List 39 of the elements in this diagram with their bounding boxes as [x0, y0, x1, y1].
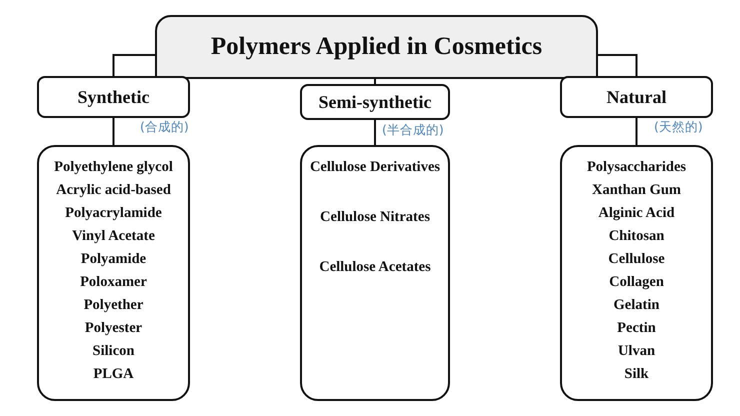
list-item: Chitosan	[608, 227, 664, 246]
list-item: Polysaccharides	[586, 158, 686, 177]
annotation-label: (合成的)	[140, 119, 189, 136]
list-item: Alginic Acid	[598, 204, 675, 223]
list-item: Silk	[624, 365, 649, 384]
list-item: Cellulose Acetates	[319, 258, 431, 277]
list-item: Polyacrylamide	[65, 204, 162, 223]
list-item: Polyether	[84, 296, 144, 315]
list-item: Vinyl Acetate	[72, 227, 155, 246]
connector-line	[112, 54, 155, 76]
connector-line	[374, 119, 376, 145]
list-item: Silicon	[92, 342, 134, 361]
list-item: Cellulose Derivatives	[310, 158, 440, 177]
list-box	[300, 145, 450, 401]
connector-line	[598, 54, 638, 76]
list-item: Pectin	[617, 319, 656, 338]
list-item: PLGA	[93, 365, 134, 384]
list-item: Ulvan	[618, 342, 656, 361]
connector-line	[112, 117, 114, 145]
annotation-label: (半合成的)	[382, 122, 444, 139]
connector-line	[636, 117, 638, 145]
list-item: Collagen	[609, 273, 664, 292]
connector-line	[374, 78, 376, 84]
category-box: Semi-synthetic	[300, 84, 450, 120]
list-item: Polyethylene glycol	[54, 158, 173, 177]
list-item: Cellulose	[608, 250, 665, 269]
list-item: Cellulose Nitrates	[320, 208, 430, 227]
list-item: Acrylic acid-based	[56, 181, 171, 200]
list-item: Xanthan Gum	[592, 181, 682, 200]
list-item: Polyester	[84, 319, 142, 338]
category-box: Synthetic	[37, 76, 190, 118]
list-item: Poloxamer	[80, 273, 147, 292]
list-box	[37, 145, 190, 401]
category-box: Natural	[560, 76, 713, 118]
list-item: Polyamide	[80, 250, 146, 269]
list-box	[560, 145, 713, 401]
title-box: Polymers Applied in Cosmetics	[155, 15, 598, 79]
annotation-label: (天然的)	[654, 119, 703, 136]
list-item: Gelatin	[614, 296, 660, 315]
